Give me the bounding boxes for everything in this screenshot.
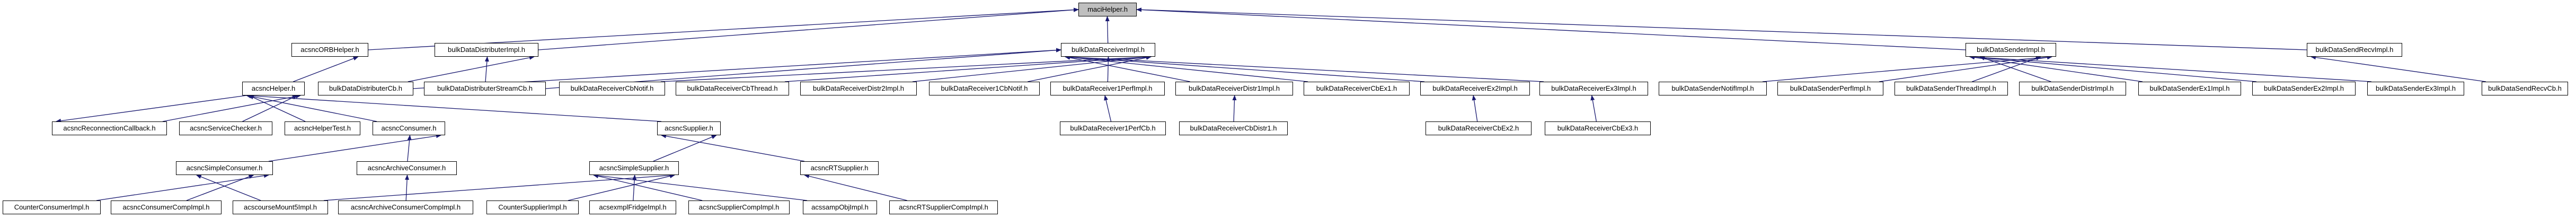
include-edge <box>1472 95 1478 122</box>
include-edge <box>1104 95 1112 122</box>
graph-node-bulkDataSendRecvImpl[interactable]: bulkDataSendRecvImpl.h <box>2307 43 2402 57</box>
graph-node-bulkDataReceiverEx3Impl[interactable]: bulkDataReceiverEx3Impl.h <box>1539 82 1648 95</box>
include-edge <box>568 174 675 201</box>
include-edge <box>1136 7 1966 50</box>
graph-node-acsncConsumerCompImpl[interactable]: acsncConsumerCompImpl.h <box>111 200 222 214</box>
graph-node-bulkDataSenderThreadImpl[interactable]: bulkDataSenderThreadImpl.h <box>1895 82 2008 95</box>
graph-node-acsncArchiveConsumer[interactable]: acsncArchiveConsumer.h <box>357 161 457 175</box>
graph-node-acsncArchiveConsumerCompImpl[interactable]: acsncArchiveConsumerCompImpl.h <box>338 200 473 214</box>
include-edge <box>1969 55 2143 82</box>
graph-node-acsncHelperTest[interactable]: acsncHelperTest.h <box>285 121 360 135</box>
graph-node-bulkDataReceiverDistr2Impl[interactable]: bulkDataReceiverDistr2Impl.h <box>800 82 917 95</box>
graph-node-bulkDataSendRecvCb[interactable]: bulkDataSendRecvCb.h <box>2482 82 2568 95</box>
include-edge <box>293 56 359 82</box>
include-edge <box>1979 56 2051 82</box>
include-edge <box>1762 55 2052 82</box>
graph-node-CounterConsumerImpl[interactable]: CounterConsumerImpl.h <box>3 200 101 214</box>
include-edge <box>538 7 1079 50</box>
include-edge <box>2311 55 2486 82</box>
graph-node-acsncSimpleConsumer[interactable]: acsncSimpleConsumer.h <box>176 161 273 175</box>
graph-node-acsncHelper[interactable]: acsncHelper.h <box>242 82 305 95</box>
graph-node-bulkDataReceiverCbEx1[interactable]: bulkDataReceiverCbEx1.h <box>1304 82 1410 95</box>
include-edge <box>632 175 637 201</box>
include-edge <box>804 174 907 201</box>
graph-node-acsncRTSupplierCompImpl[interactable]: acsncRTSupplierCompImpl.h <box>889 200 998 214</box>
include-edge <box>162 94 301 122</box>
include-edge <box>323 173 675 201</box>
graph-node-bulkDataDistributerCb[interactable]: bulkDataDistributerCb.h <box>318 82 413 95</box>
graph-node-acsncConsumer[interactable]: acsncConsumer.h <box>373 121 445 135</box>
include-edge <box>653 135 717 162</box>
graph-node-bulkDataSenderNotifImpl[interactable]: bulkDataSenderNotifImpl.h <box>1659 82 1767 95</box>
graph-node-acsncSupplierCompImpl[interactable]: acsncSupplierCompImpl.h <box>688 200 790 214</box>
include-edge <box>196 175 261 201</box>
graph-node-bulkDataSenderPerfImpl[interactable]: bulkDataSenderPerfImpl.h <box>1777 82 1883 95</box>
include-edge <box>186 175 254 201</box>
include-edge <box>484 56 489 82</box>
include-edge <box>1065 55 1425 82</box>
include-edge <box>242 95 298 122</box>
include-edge <box>407 135 412 162</box>
graph-node-bulkDataSenderEx3Impl[interactable]: bulkDataSenderEx3Impl.h <box>2367 82 2464 95</box>
include-edge <box>1590 95 1597 122</box>
include-edge <box>1065 55 1544 82</box>
include-edge <box>1972 56 2041 82</box>
graph-node-bulkDataReceiverCbNotif[interactable]: bulkDataReceiverCbNotif.h <box>559 82 665 95</box>
include-edge <box>248 95 306 122</box>
graph-node-bulkDataReceiverCbEx2[interactable]: bulkDataReceiverCbEx2.h <box>1426 121 1532 135</box>
graph-node-CounterSupplierImpl[interactable]: CounterSupplierImpl.h <box>486 200 579 214</box>
include-edge <box>408 55 535 82</box>
graph-node-bulkDataDistributerStreamCb[interactable]: bulkDataDistributerStreamCb.h <box>424 82 546 95</box>
graph-node-bulkDataReceiverDistr1Impl[interactable]: bulkDataReceiverDistr1Impl.h <box>1175 82 1293 95</box>
graph-node-bulkDataDistributerImpl[interactable]: bulkDataDistributerImpl.h <box>435 43 538 57</box>
include-edge <box>96 173 269 201</box>
graph-node-bulkDataReceiverEx2Impl[interactable]: bulkDataReceiverEx2Impl.h <box>1420 82 1530 95</box>
include-edge <box>56 95 247 123</box>
graph-node-acscourseMount5Impl[interactable]: acscourseMount5Impl.h <box>233 200 328 214</box>
include-edge <box>660 55 1152 82</box>
graph-node-acssampObjImpl[interactable]: acssampObjImpl.h <box>803 200 877 214</box>
graph-node-acsncSupplier[interactable]: acsncSupplier.h <box>657 121 721 135</box>
graph-node-bulkDataReceiverCbEx3[interactable]: bulkDataReceiverCbEx3.h <box>1545 121 1651 135</box>
graph-node-bulkDataReceiver1CbNotif[interactable]: bulkDataReceiver1CbNotif.h <box>929 82 1040 95</box>
include-edge <box>912 55 1152 82</box>
include-edge <box>661 134 805 162</box>
graph-node-acsexmplFridgeImpl[interactable]: acsexmplFridgeImpl.h <box>589 200 676 214</box>
include-edge <box>1028 55 1152 82</box>
graph-node-bulkDataReceiver1PerfImpl[interactable]: bulkDataReceiver1PerfImpl.h <box>1050 82 1165 95</box>
include-edge <box>593 173 808 201</box>
graph-node-acsncServiceChecker[interactable]: acsncServiceChecker.h <box>179 121 272 135</box>
include-edge <box>1136 7 2307 50</box>
include-edge <box>1879 55 2052 82</box>
graph-node-bulkDataSenderDistrImpl[interactable]: bulkDataSenderDistrImpl.h <box>2019 82 2126 95</box>
include-edge <box>268 134 441 162</box>
include-edge <box>1232 95 1237 122</box>
graph-node-bulkDataReceiverCbThread[interactable]: bulkDataReceiverCbThread.h <box>676 82 789 95</box>
graph-node-bulkDataReceiverImpl[interactable]: bulkDataReceiverImpl.h <box>1061 43 1155 57</box>
include-edge <box>1969 55 2372 82</box>
include-edge <box>405 175 410 201</box>
include-edge <box>593 174 703 201</box>
include-edge <box>246 94 377 122</box>
graph-node-bulkDataSenderEx1Impl[interactable]: bulkDataSenderEx1Impl.h <box>2138 82 2241 95</box>
graph-node-acsncORBHelper[interactable]: acsncORBHelper.h <box>291 43 368 57</box>
include-edge <box>1065 55 1190 82</box>
graph-node-maciHelper: maciHelper.h <box>1078 3 1137 16</box>
graph-node-acsncSimpleSupplier[interactable]: acsncSimpleSupplier.h <box>589 161 679 175</box>
graph-node-bulkDataReceiverCbDistr1[interactable]: bulkDataReceiverCbDistr1.h <box>1179 121 1288 135</box>
graph-node-bulkDataSenderImpl[interactable]: bulkDataSenderImpl.h <box>1966 43 2056 57</box>
graph-node-bulkDataSenderEx2Impl[interactable]: bulkDataSenderEx2Impl.h <box>2252 82 2356 95</box>
include-edge <box>784 55 1152 82</box>
include-edge <box>1969 55 2257 82</box>
include-edge <box>1065 55 1308 82</box>
graph-node-bulkDataReceiver1PerfCb[interactable]: bulkDataReceiver1PerfCb.h <box>1060 121 1166 135</box>
graph-node-acsncRTSupplier[interactable]: acsncRTSupplier.h <box>800 161 879 175</box>
graph-node-acsncReconnectionCallback[interactable]: acsncReconnectionCallback.h <box>52 121 167 135</box>
include-edge <box>246 93 662 122</box>
